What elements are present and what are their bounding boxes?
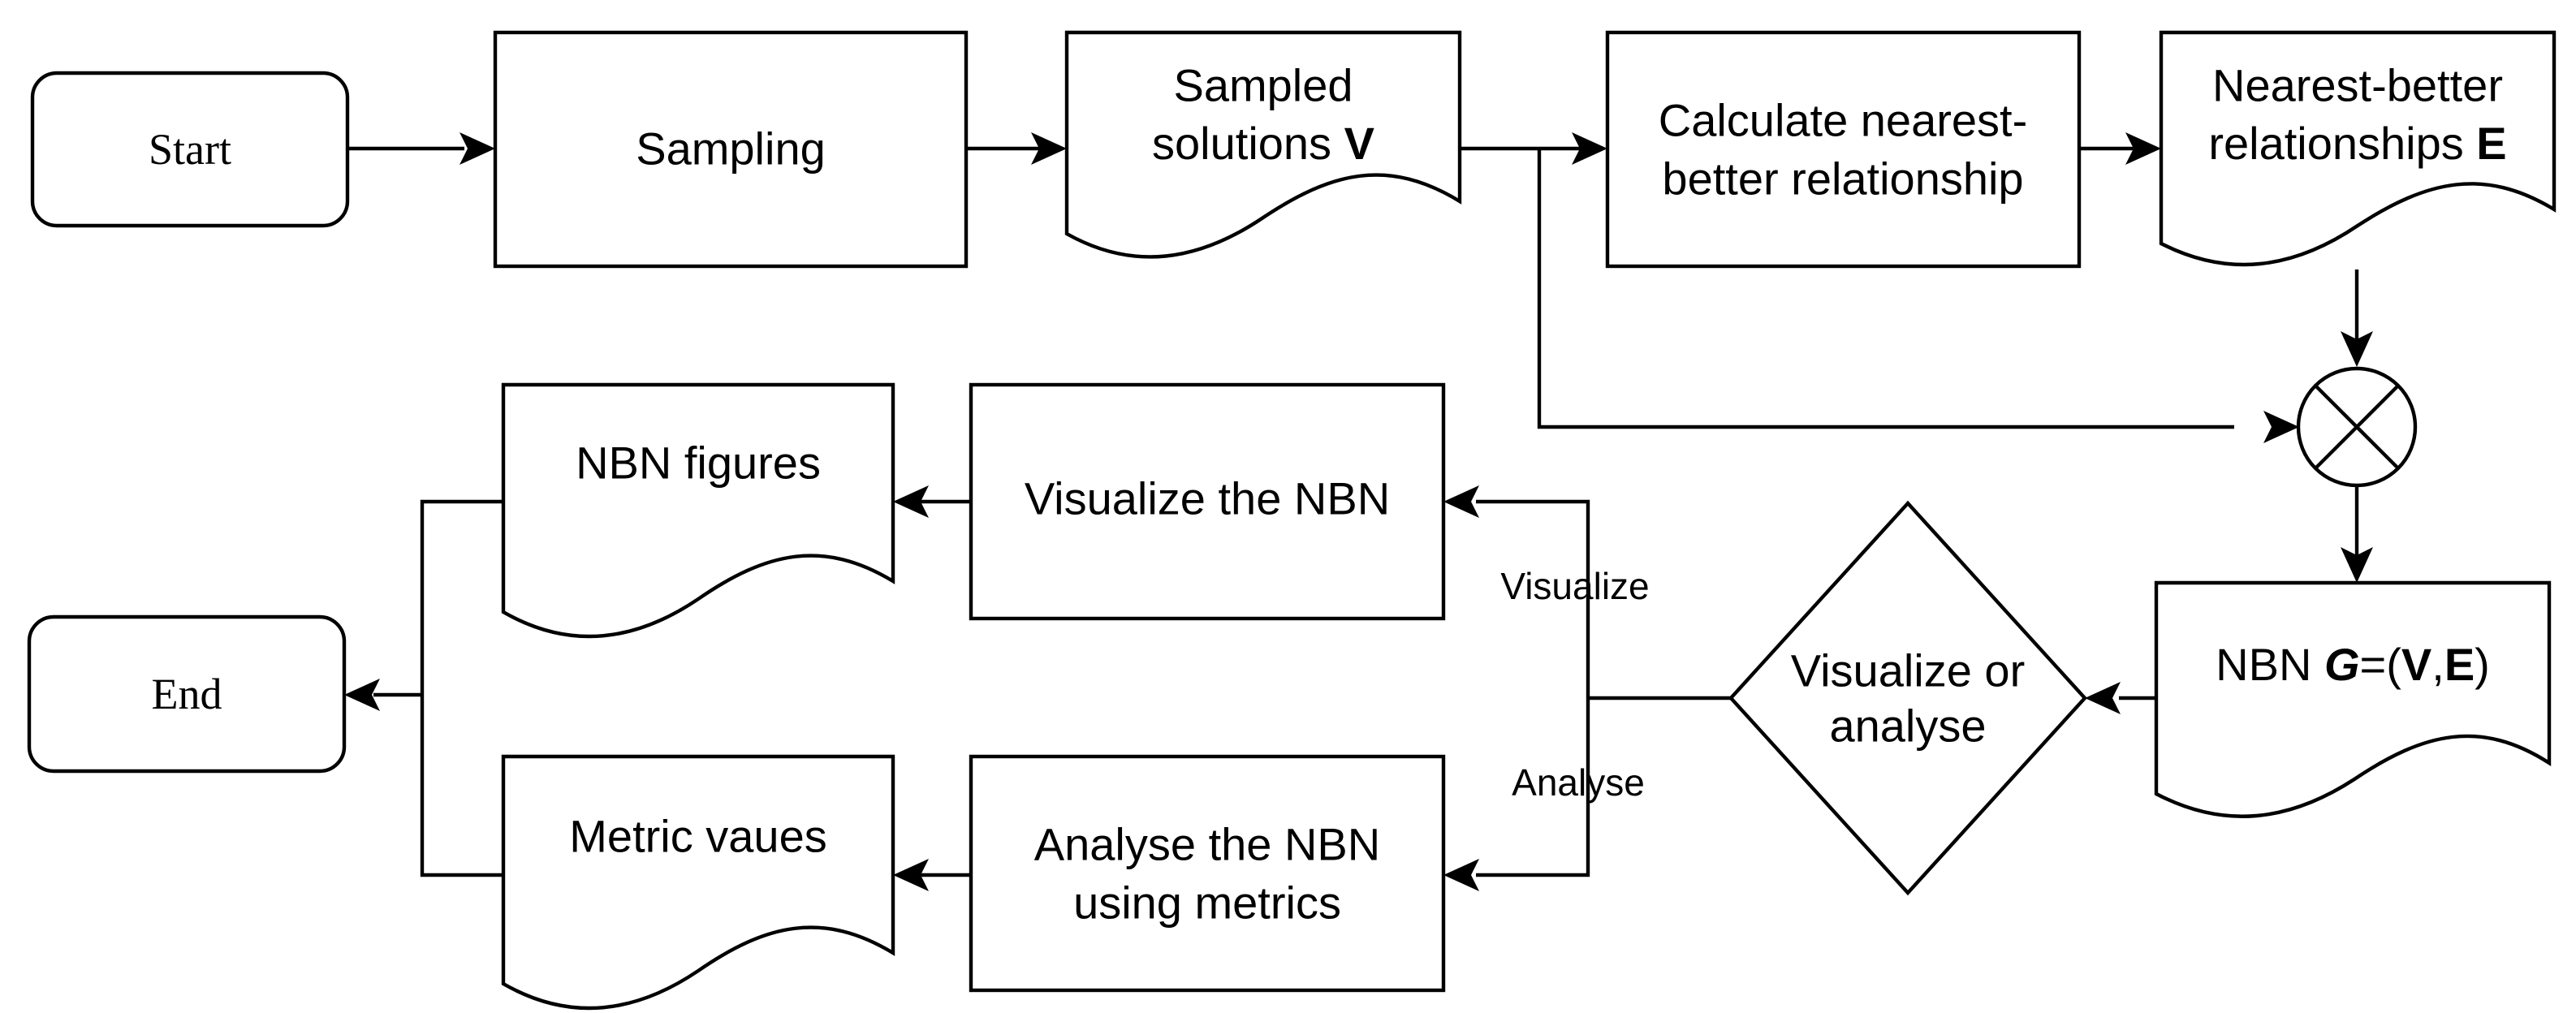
arrowhead xyxy=(1443,485,1479,518)
calc-line2: better relationship xyxy=(1662,153,2023,205)
edge-branch-visualize xyxy=(1476,499,1590,698)
nbn-graph-document: NBN G=(V,E) xyxy=(2154,580,2552,818)
nearest-line1: Nearest-better xyxy=(2212,60,2503,111)
sampling-process: Sampling xyxy=(493,30,969,269)
edge-branch-analyse xyxy=(1476,698,1590,877)
nearest-line2: relationships E xyxy=(2208,118,2506,169)
arrowhead xyxy=(460,132,495,165)
sampled-line1: Sampled xyxy=(1173,60,1353,111)
figures-label: NBN figures xyxy=(576,438,821,489)
edge-label-visualize: Visualize xyxy=(1500,565,1649,607)
edge-figures-end xyxy=(420,499,503,877)
arrowheads xyxy=(344,132,2373,891)
metric-label: Metric vaues xyxy=(569,811,826,862)
connectors xyxy=(347,146,2359,877)
arrowhead xyxy=(893,859,929,891)
arrowhead xyxy=(2263,411,2299,443)
arrowhead xyxy=(2125,132,2161,165)
calc-line1: Calculate nearest- xyxy=(1659,95,2027,146)
sampling-label: Sampling xyxy=(636,123,825,175)
nearest-better-document: Nearest-better relationships E xyxy=(2159,30,2557,267)
calculate-process: Calculate nearest- better relationship xyxy=(1605,30,2082,269)
start-label: Start xyxy=(149,125,231,174)
arrowhead xyxy=(1031,132,1067,165)
summing-junction xyxy=(2296,366,2418,488)
nbn-graph-label: NBN G=(V,E) xyxy=(2216,639,2490,690)
arrowhead xyxy=(344,679,380,711)
visualize-label: Visualize the NBN xyxy=(1025,473,1390,524)
arrowhead xyxy=(2085,682,2121,714)
arrowhead xyxy=(1443,859,1479,891)
arrowhead xyxy=(893,485,929,518)
arrowhead xyxy=(1572,132,1607,165)
arrowhead xyxy=(2341,547,2373,583)
visualize-process: Visualize the NBN xyxy=(969,382,1446,621)
end-node: End xyxy=(27,614,347,774)
decision-line2: analyse xyxy=(1829,700,1986,752)
sampled-line2: solutions V xyxy=(1152,118,1374,169)
arrowhead xyxy=(2341,331,2373,367)
edge-sampled-junction xyxy=(1537,149,2234,429)
decision-line1: Visualize or xyxy=(1791,645,2025,696)
nbn-figures-document: NBN figures xyxy=(501,382,895,639)
edge-label-analyse: Analyse xyxy=(1512,761,1645,804)
analyse-process: Analyse the NBN using metrics xyxy=(969,754,1446,993)
start-node: Start xyxy=(30,71,350,228)
metric-values-document: Metric vaues xyxy=(501,754,895,1011)
decision-diamond: Visualize or analyse xyxy=(1728,500,2087,896)
end-label: End xyxy=(152,670,222,718)
analyse-line1: Analyse the NBN xyxy=(1034,819,1380,870)
junction-cross xyxy=(2314,384,2400,470)
sampled-solutions-document: Sampled solutions V xyxy=(1064,30,1462,259)
analyse-line2: using metrics xyxy=(1073,877,1341,929)
